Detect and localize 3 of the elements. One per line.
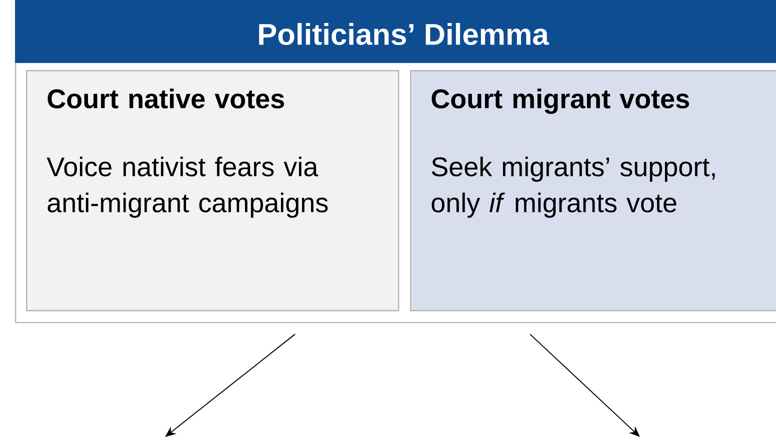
text-box: Court native votes Voice nativist fears via anti-migrant campaigns [26,70,400,312]
arrow [530,334,640,437]
text-box: Court migrant votes Seek migrants’ support, only if migrants vote [410,70,776,312]
